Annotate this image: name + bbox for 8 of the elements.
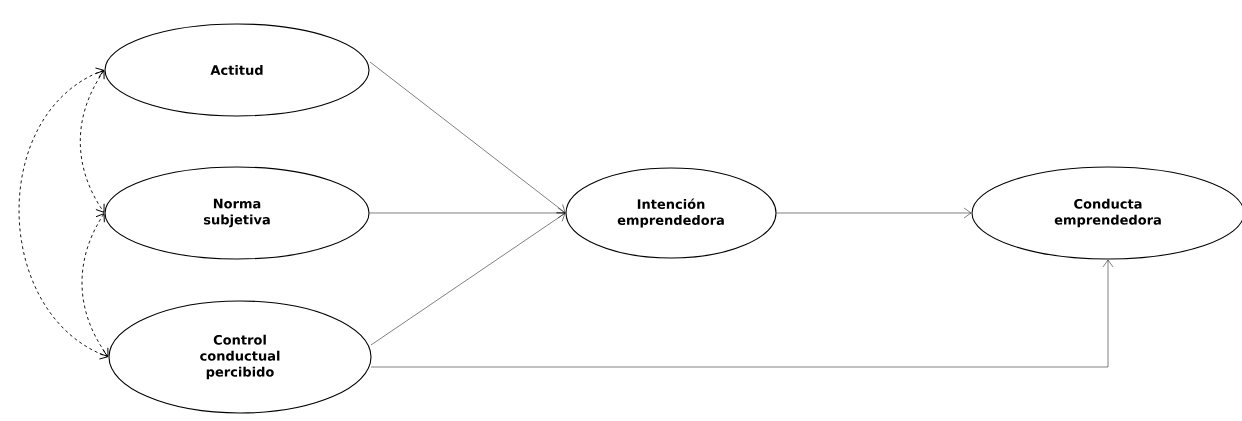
arrow: [370, 259, 1114, 368]
arrow: [370, 212, 566, 346]
arrow: [369, 207, 566, 219]
arrow: [369, 61, 566, 213]
arrow: [776, 207, 972, 219]
arrow: [81, 213, 109, 357]
arrow: [18, 67, 109, 360]
arrow: [79, 70, 105, 213]
